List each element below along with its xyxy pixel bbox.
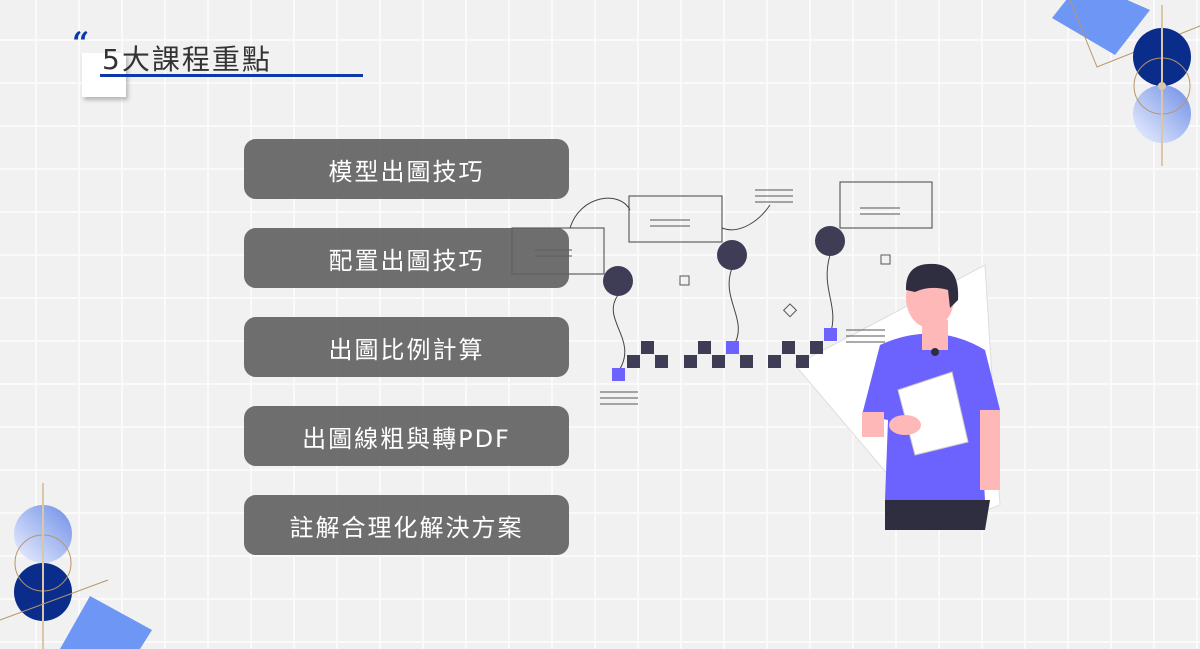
title-underline	[100, 74, 363, 77]
course-item-5[interactable]: 註解合理化解決方案	[244, 495, 569, 555]
course-item-2[interactable]: 配置出圖技巧	[244, 228, 569, 288]
course-item-3[interactable]: 出圖比例計算	[244, 317, 569, 377]
corner-ornament-bottom-left	[0, 483, 152, 649]
course-item-1[interactable]: 模型出圖技巧	[244, 139, 569, 199]
corner-ornament-top-right	[1052, 0, 1200, 166]
person-illustration	[511, 181, 1001, 531]
course-item-4[interactable]: 出圖線粗與轉PDF	[244, 406, 569, 466]
page-title: 5大課程重點	[102, 43, 272, 76]
quote-icon: “	[72, 26, 90, 61]
